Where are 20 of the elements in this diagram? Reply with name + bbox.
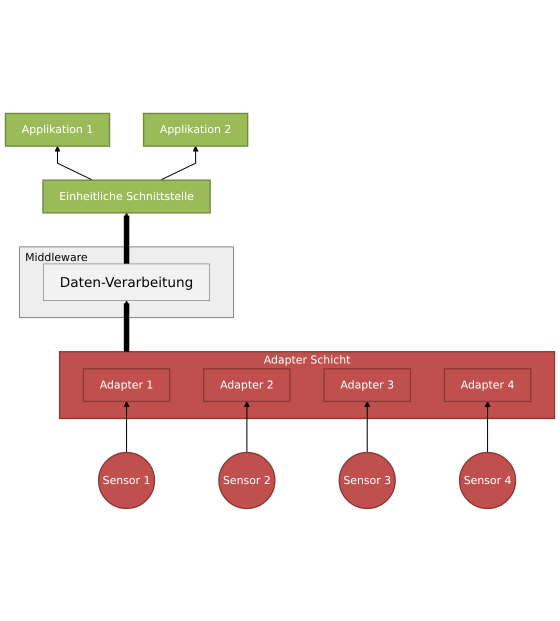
arrow [124, 300, 130, 352]
arrow [54, 145, 93, 180]
node-box: Adapter 1 [82, 368, 170, 402]
node-box: Applikation 2 [142, 112, 248, 146]
node-circle: Sensor 3 [338, 451, 396, 509]
node-box: Adapter 2 [203, 368, 291, 402]
arrow [160, 145, 199, 180]
arrow [484, 400, 491, 452]
node-circle: Sensor 2 [218, 451, 276, 509]
arrow [244, 400, 250, 452]
node-box: Adapter 4 [444, 368, 532, 402]
arrow [364, 400, 370, 452]
node-box: Applikation 1 [4, 112, 110, 146]
node-box: Einheitliche Schnittstelle [42, 179, 211, 214]
node-box: Daten-Verarbeitung [43, 263, 210, 301]
node-box: Adapter 3 [323, 368, 412, 402]
node-circle: Sensor 4 [458, 451, 516, 509]
arrow [124, 400, 130, 452]
arrow [124, 212, 130, 264]
node-circle: Sensor 1 [98, 451, 156, 509]
